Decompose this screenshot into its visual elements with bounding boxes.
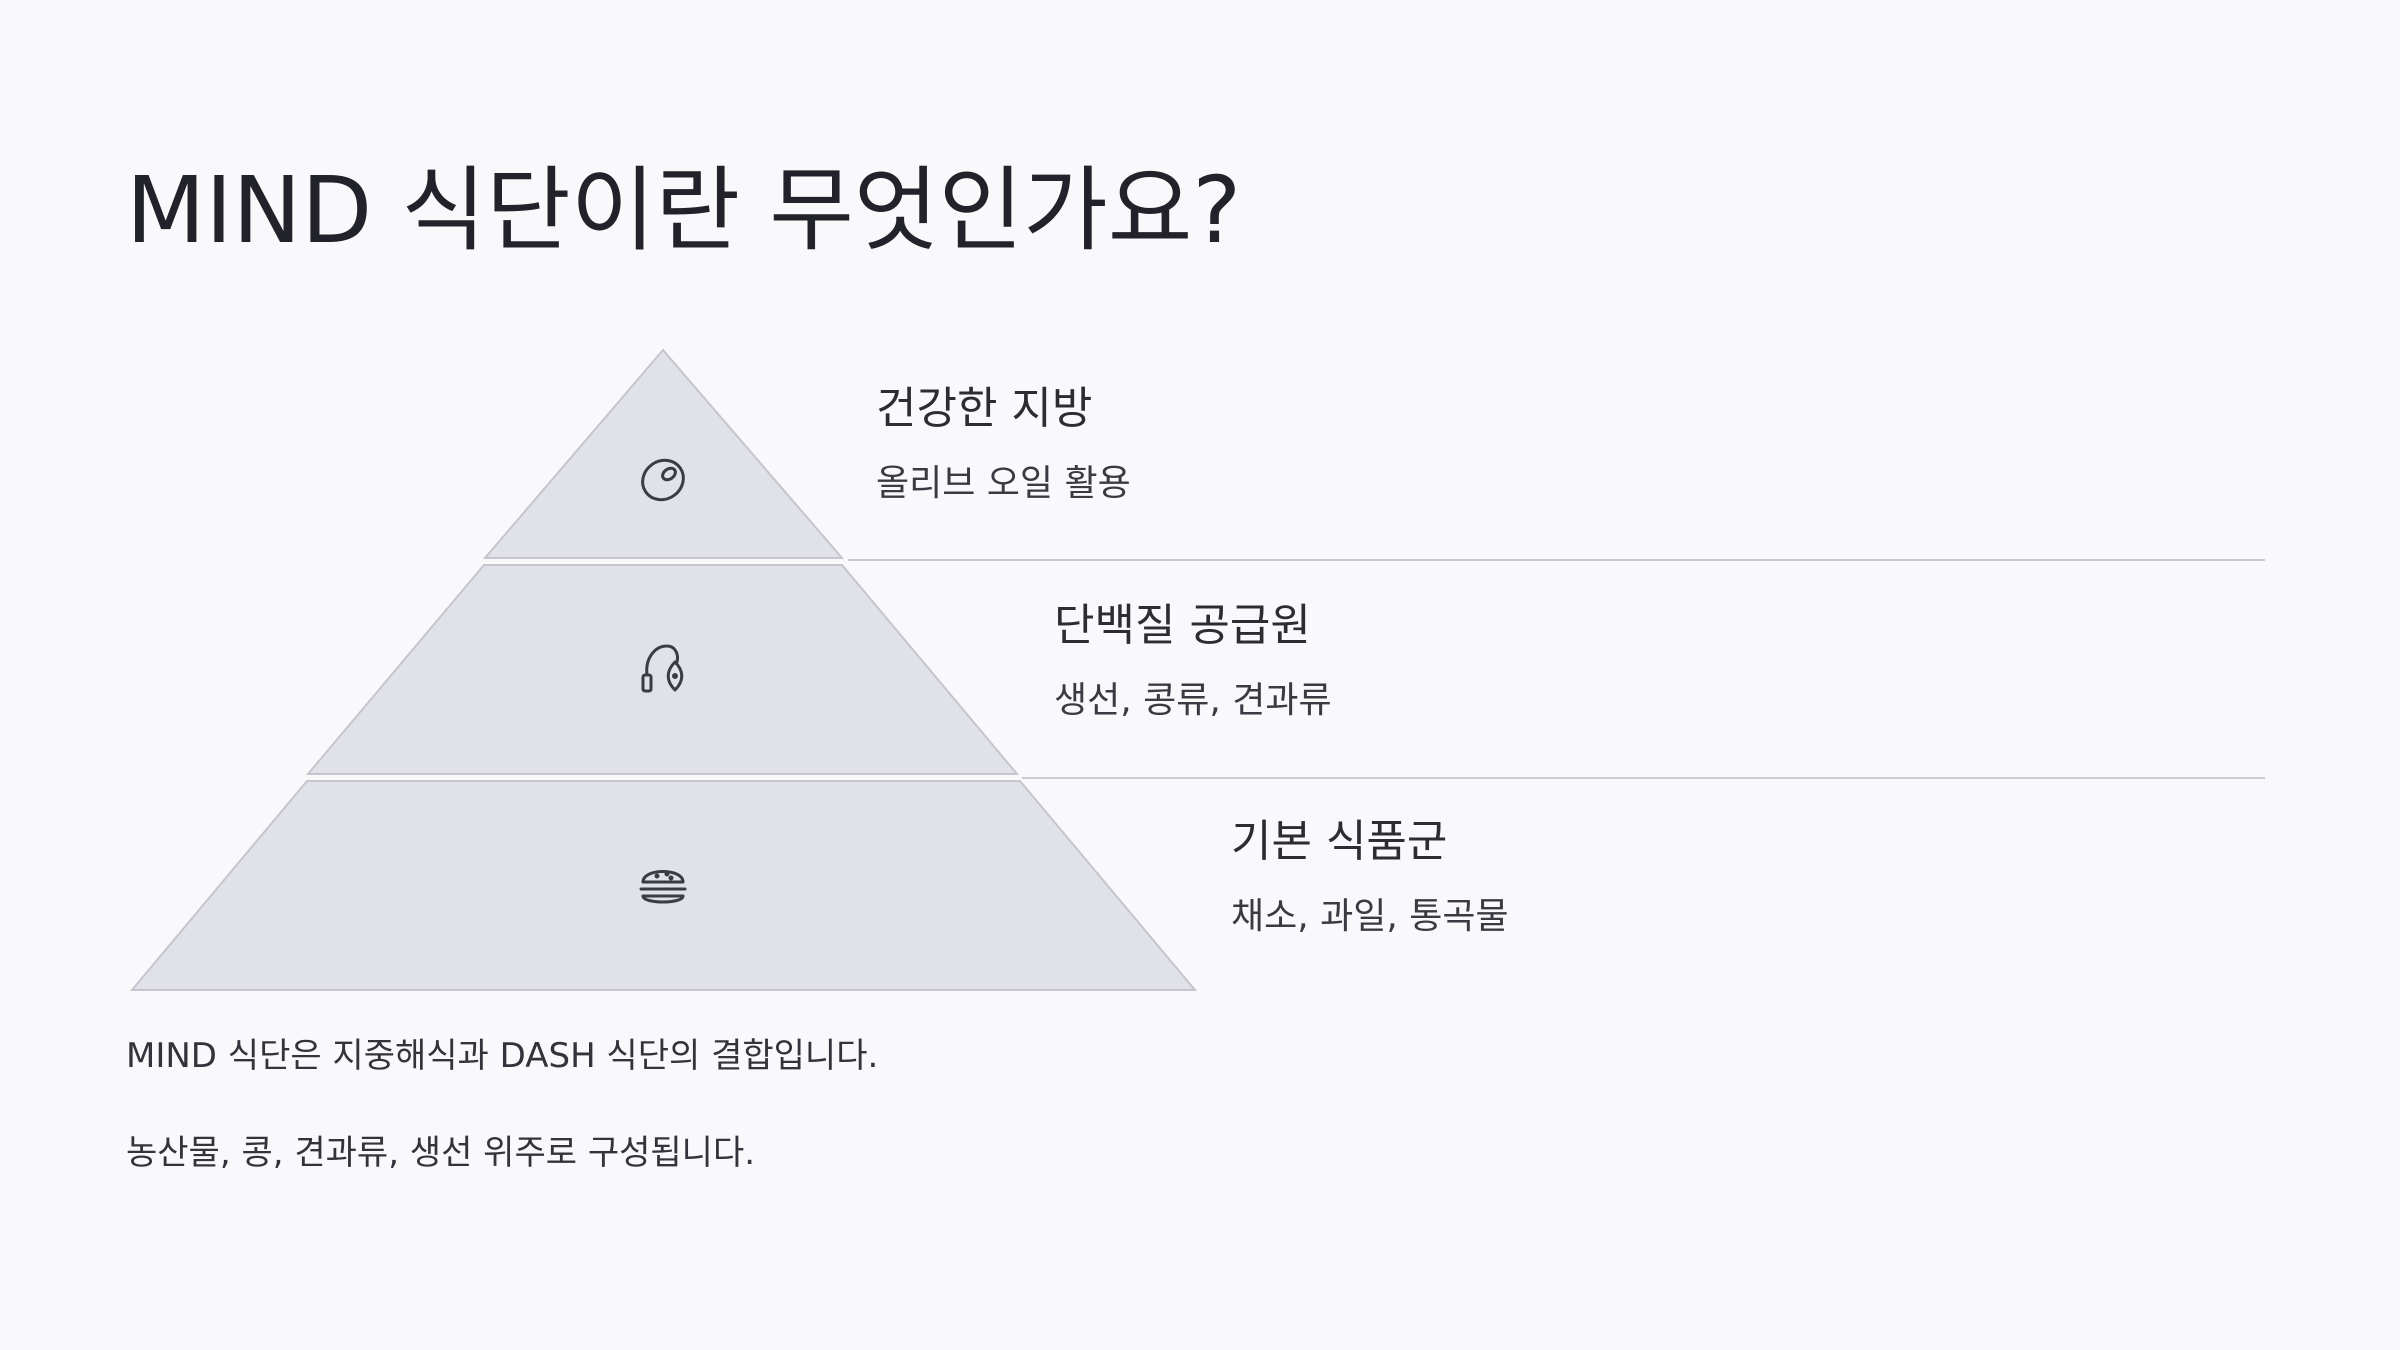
tier-label-basic-foods: 기본 식품군 채소, 과일, 통곡물	[1231, 816, 1509, 938]
tier-label-healthy-fat: 건강한 지방 올리브 오일 활용	[876, 383, 1131, 505]
fish-protein-icon	[641, 644, 684, 693]
pyramid-tier-middle	[305, 564, 1020, 775]
tier-label-protein: 단백질 공급원 생선, 콩류, 견과류	[1054, 600, 1332, 722]
tier-title: 기본 식품군	[1231, 816, 1448, 867]
body-paragraph: 농산물, 콩, 견과류, 생선 위주로 구성됩니다.	[126, 1133, 756, 1173]
tier-title: 건강한 지방	[876, 383, 1093, 434]
pyramid-tier-bottom	[129, 780, 1198, 991]
body-paragraph: MIND 식단은 지중해식과 DASH 식단의 결합입니다.	[126, 1036, 879, 1076]
tier-description: 생선, 콩류, 견과류	[1054, 679, 1332, 721]
tier-description: 채소, 과일, 통곡물	[1231, 895, 1509, 937]
tier-title: 단백질 공급원	[1054, 600, 1311, 651]
olive-icon	[641, 458, 685, 502]
burger-icon	[639, 870, 687, 904]
pyramid-tier-top	[482, 348, 845, 559]
tier-description: 올리브 오일 활용	[876, 462, 1131, 504]
page-title: MIND 식단이란 무엇인가요?	[126, 157, 1242, 264]
